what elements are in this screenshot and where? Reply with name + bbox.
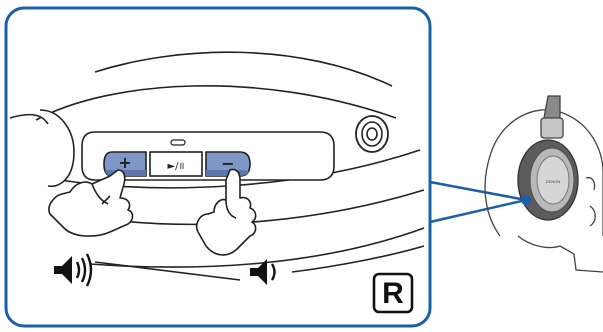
controls-location-marker xyxy=(521,195,531,205)
audio-jack xyxy=(355,115,389,153)
volume-up-symbol: + xyxy=(118,153,131,172)
callout-line-bottom xyxy=(429,198,527,224)
headphone-side-icon: DENON xyxy=(484,95,603,273)
side-label: R xyxy=(382,277,404,310)
right-side-badge: R xyxy=(372,272,414,314)
play-pause-button[interactable]: ►/॥ xyxy=(149,151,203,177)
hand-pointer-icon xyxy=(48,169,134,237)
speaker-quiet-icon xyxy=(250,259,276,285)
play-pause-symbol: ►/॥ xyxy=(167,161,184,172)
volume-up-button[interactable]: + xyxy=(103,151,147,177)
callout-line-top xyxy=(429,180,527,202)
volume-down-button[interactable]: − xyxy=(205,151,251,177)
hand-pointer-icon xyxy=(195,168,257,256)
led-indicator xyxy=(170,139,186,146)
speaker-loud-icon xyxy=(54,253,93,287)
volume-down-symbol: − xyxy=(221,154,234,173)
headphone-brand-logo: DENON xyxy=(546,179,561,184)
side-knob xyxy=(9,109,75,187)
